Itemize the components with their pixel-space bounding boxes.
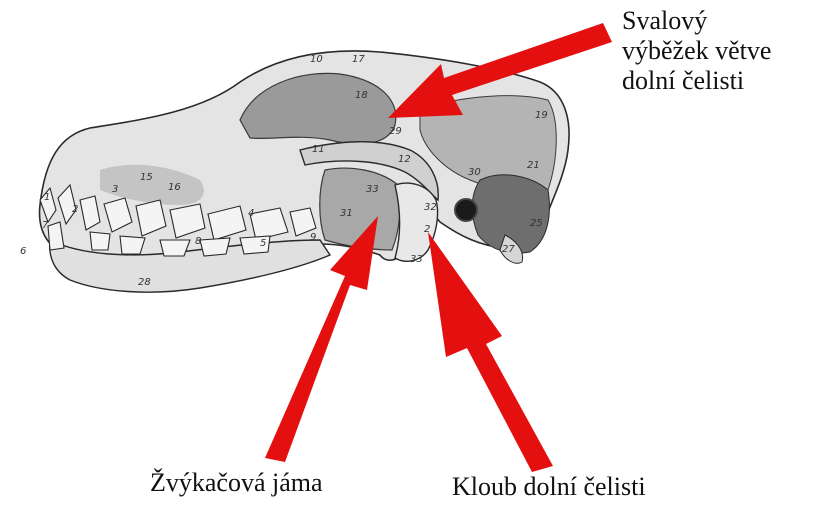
label-svalovy-vybezek: Svalový výběžek větve dolní čelisti (622, 6, 771, 96)
label-zvykacova-jama: Žvýkačová jáma (150, 468, 323, 498)
label-svalovy-line-2: výběžek větve (622, 36, 771, 66)
skull-number-17: 17 (352, 54, 365, 65)
skull-number-6: 6 (20, 246, 26, 257)
skull-number-28: 28 (138, 277, 151, 288)
skull-number-19: 19 (535, 110, 548, 121)
skull-number-5: 5 (260, 238, 266, 249)
skull-number-29: 29 (389, 126, 402, 137)
skull-number-9: 9 (310, 232, 316, 243)
skull-number-7: 7 (42, 220, 49, 231)
arrow-kloub-shape (428, 232, 553, 472)
skull-number-32: 32 (424, 202, 437, 213)
arrow-kloub (428, 232, 553, 472)
skull-number-25: 25 (530, 218, 543, 229)
skull-number-30: 30 (468, 167, 481, 178)
skull-number-18: 18 (355, 90, 368, 101)
label-svalovy-line-3: dolní čelisti (622, 66, 771, 96)
skull-number-3: 3 (112, 184, 118, 195)
skull-number-11: 11 (312, 144, 325, 155)
skull-number-2: 2 (424, 224, 430, 235)
skull-number-1: 1 (44, 192, 50, 203)
skull-number-12: 12 (398, 154, 411, 165)
label-kloub-dolni-celisti: Kloub dolní čelisti (452, 472, 646, 502)
skull-number-33: 33 (366, 184, 379, 195)
skull-number-27: 27 (502, 244, 515, 255)
skull-number-21: 21 (527, 160, 540, 171)
skull-number-2: 2 (72, 204, 78, 215)
skull-number-8: 8 (195, 236, 201, 247)
label-svalovy-line-1: Svalový (622, 6, 771, 36)
skull-number-31: 31 (340, 208, 353, 219)
skull-number-4: 4 (248, 208, 254, 219)
skull-number-10: 10 (310, 54, 323, 65)
ear-opening (455, 199, 477, 221)
skull-number-15: 15 (140, 172, 153, 183)
skull-number-16: 16 (168, 182, 181, 193)
skull-number-33: 33 (410, 254, 423, 265)
